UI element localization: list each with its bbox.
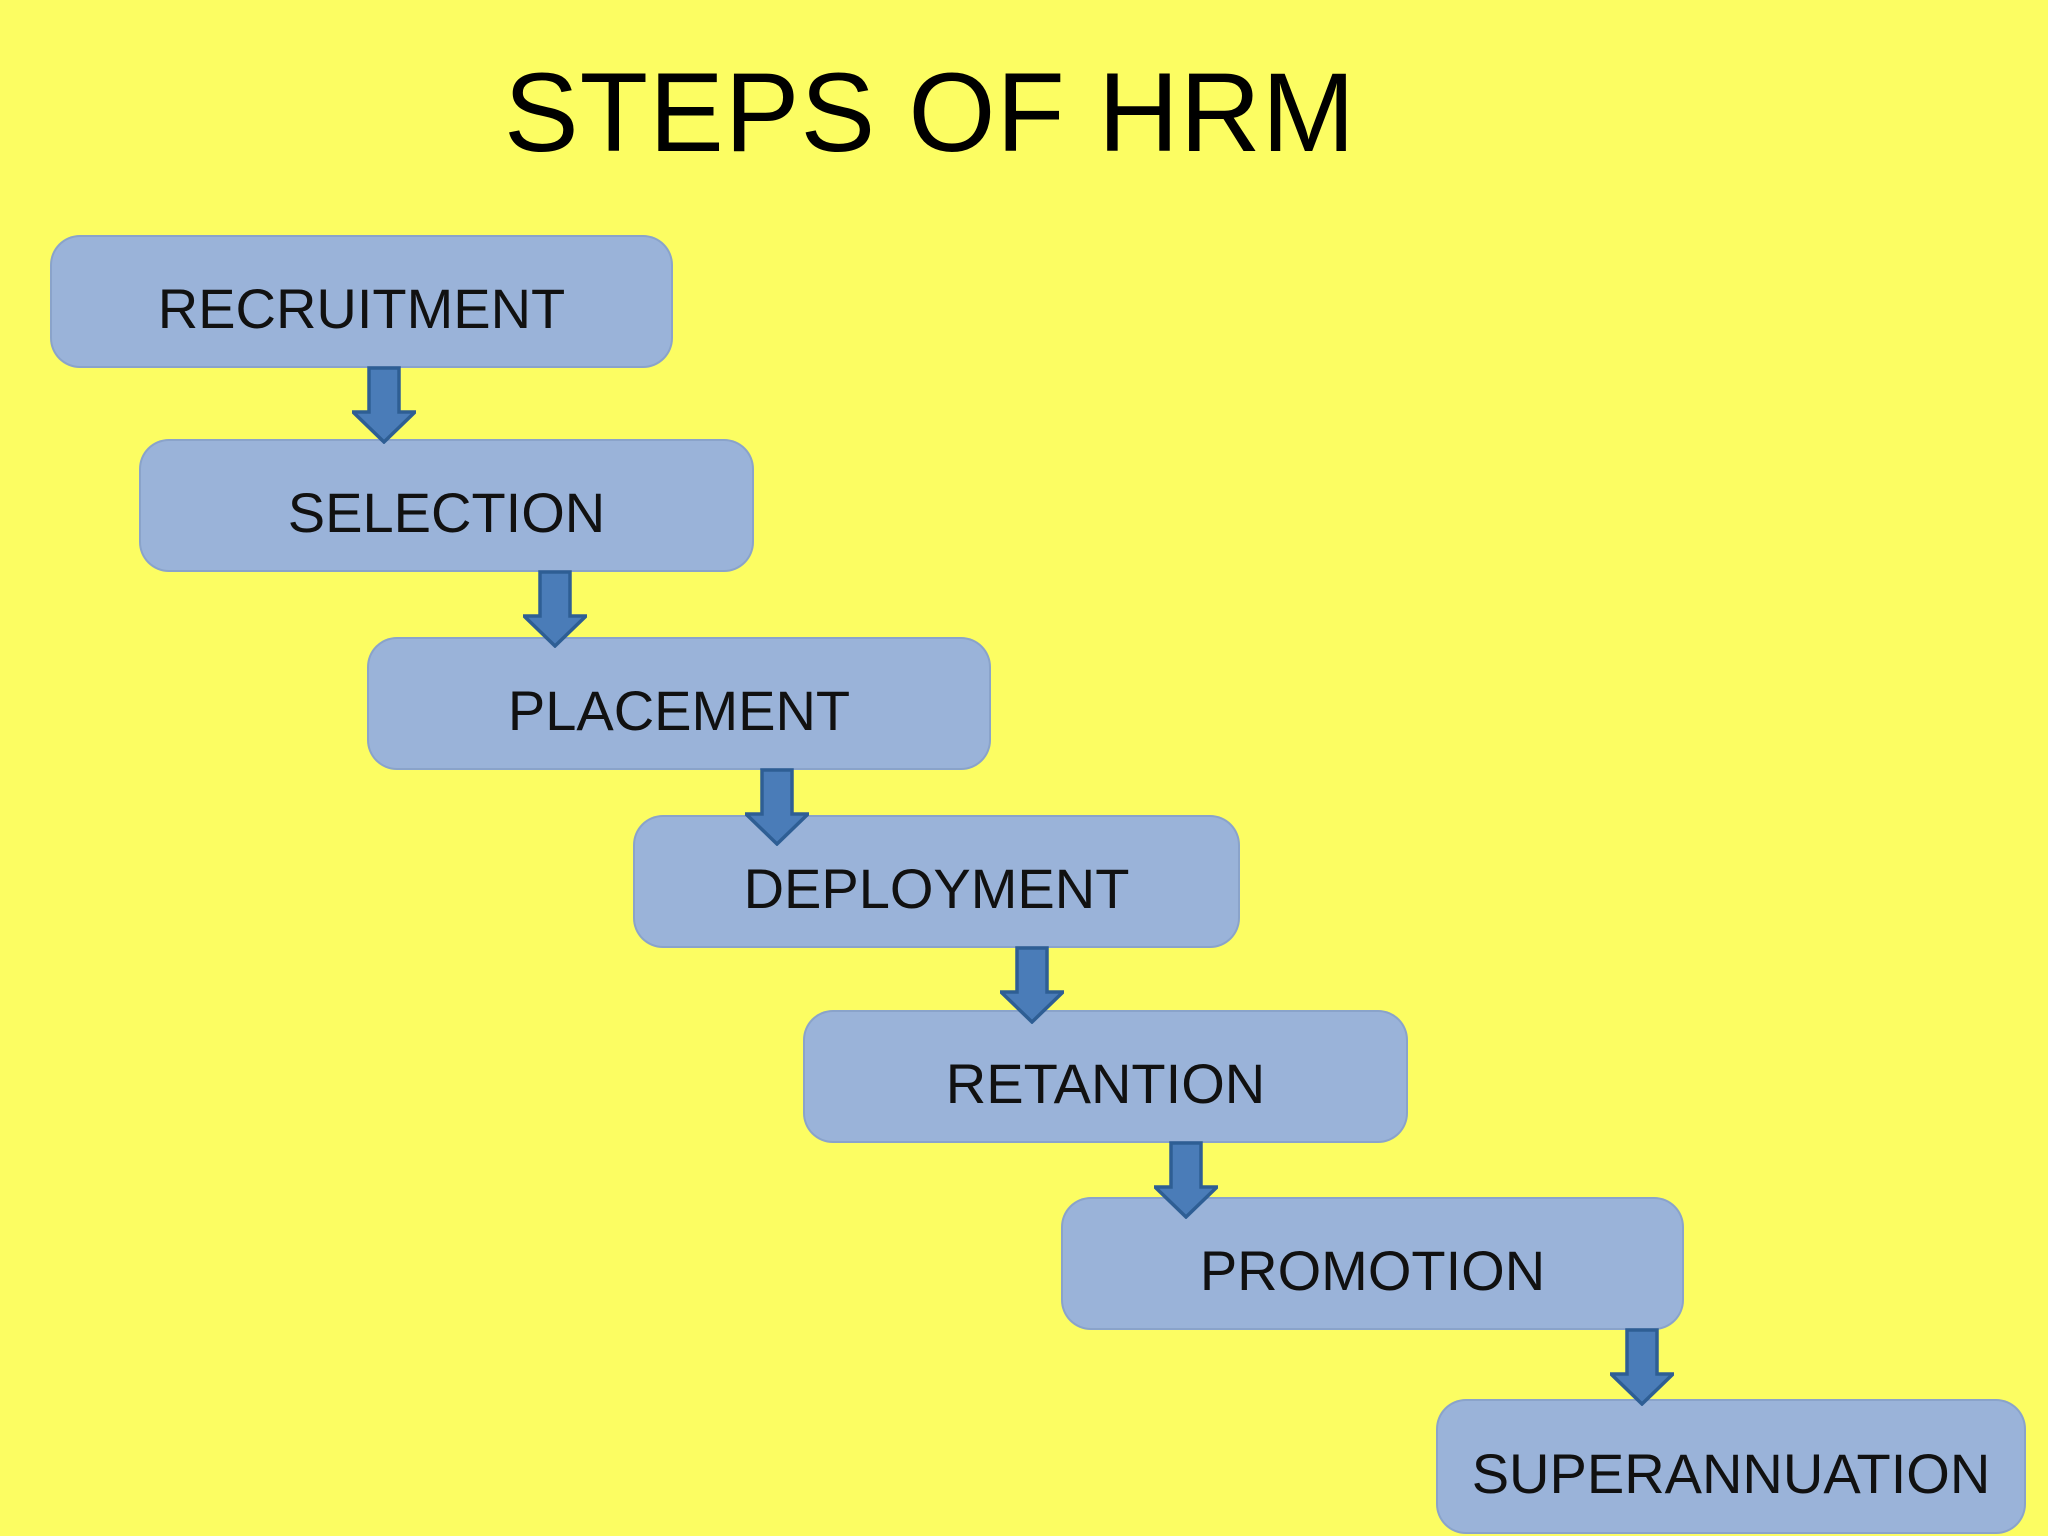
step-box-deployment: DEPLOYMENT bbox=[633, 815, 1240, 948]
step-box-retantion: RETANTION bbox=[803, 1010, 1408, 1143]
down-arrow-icon bbox=[1154, 1141, 1218, 1219]
down-arrow-icon bbox=[745, 768, 809, 846]
step-box-placement: PLACEMENT bbox=[367, 637, 991, 770]
down-arrow-icon bbox=[352, 366, 416, 444]
step-box-promotion: PROMOTION bbox=[1061, 1197, 1684, 1330]
step-box-selection: SELECTION bbox=[139, 439, 754, 572]
down-arrow-icon bbox=[1610, 1328, 1674, 1406]
step-box-superannuation: SUPERANNUATION bbox=[1436, 1399, 2026, 1534]
down-arrow-icon bbox=[523, 570, 587, 648]
down-arrow-icon bbox=[1000, 946, 1064, 1024]
step-box-recruitment: RECRUITMENT bbox=[50, 235, 673, 368]
page-title: STEPS OF HRM bbox=[503, 50, 1357, 175]
